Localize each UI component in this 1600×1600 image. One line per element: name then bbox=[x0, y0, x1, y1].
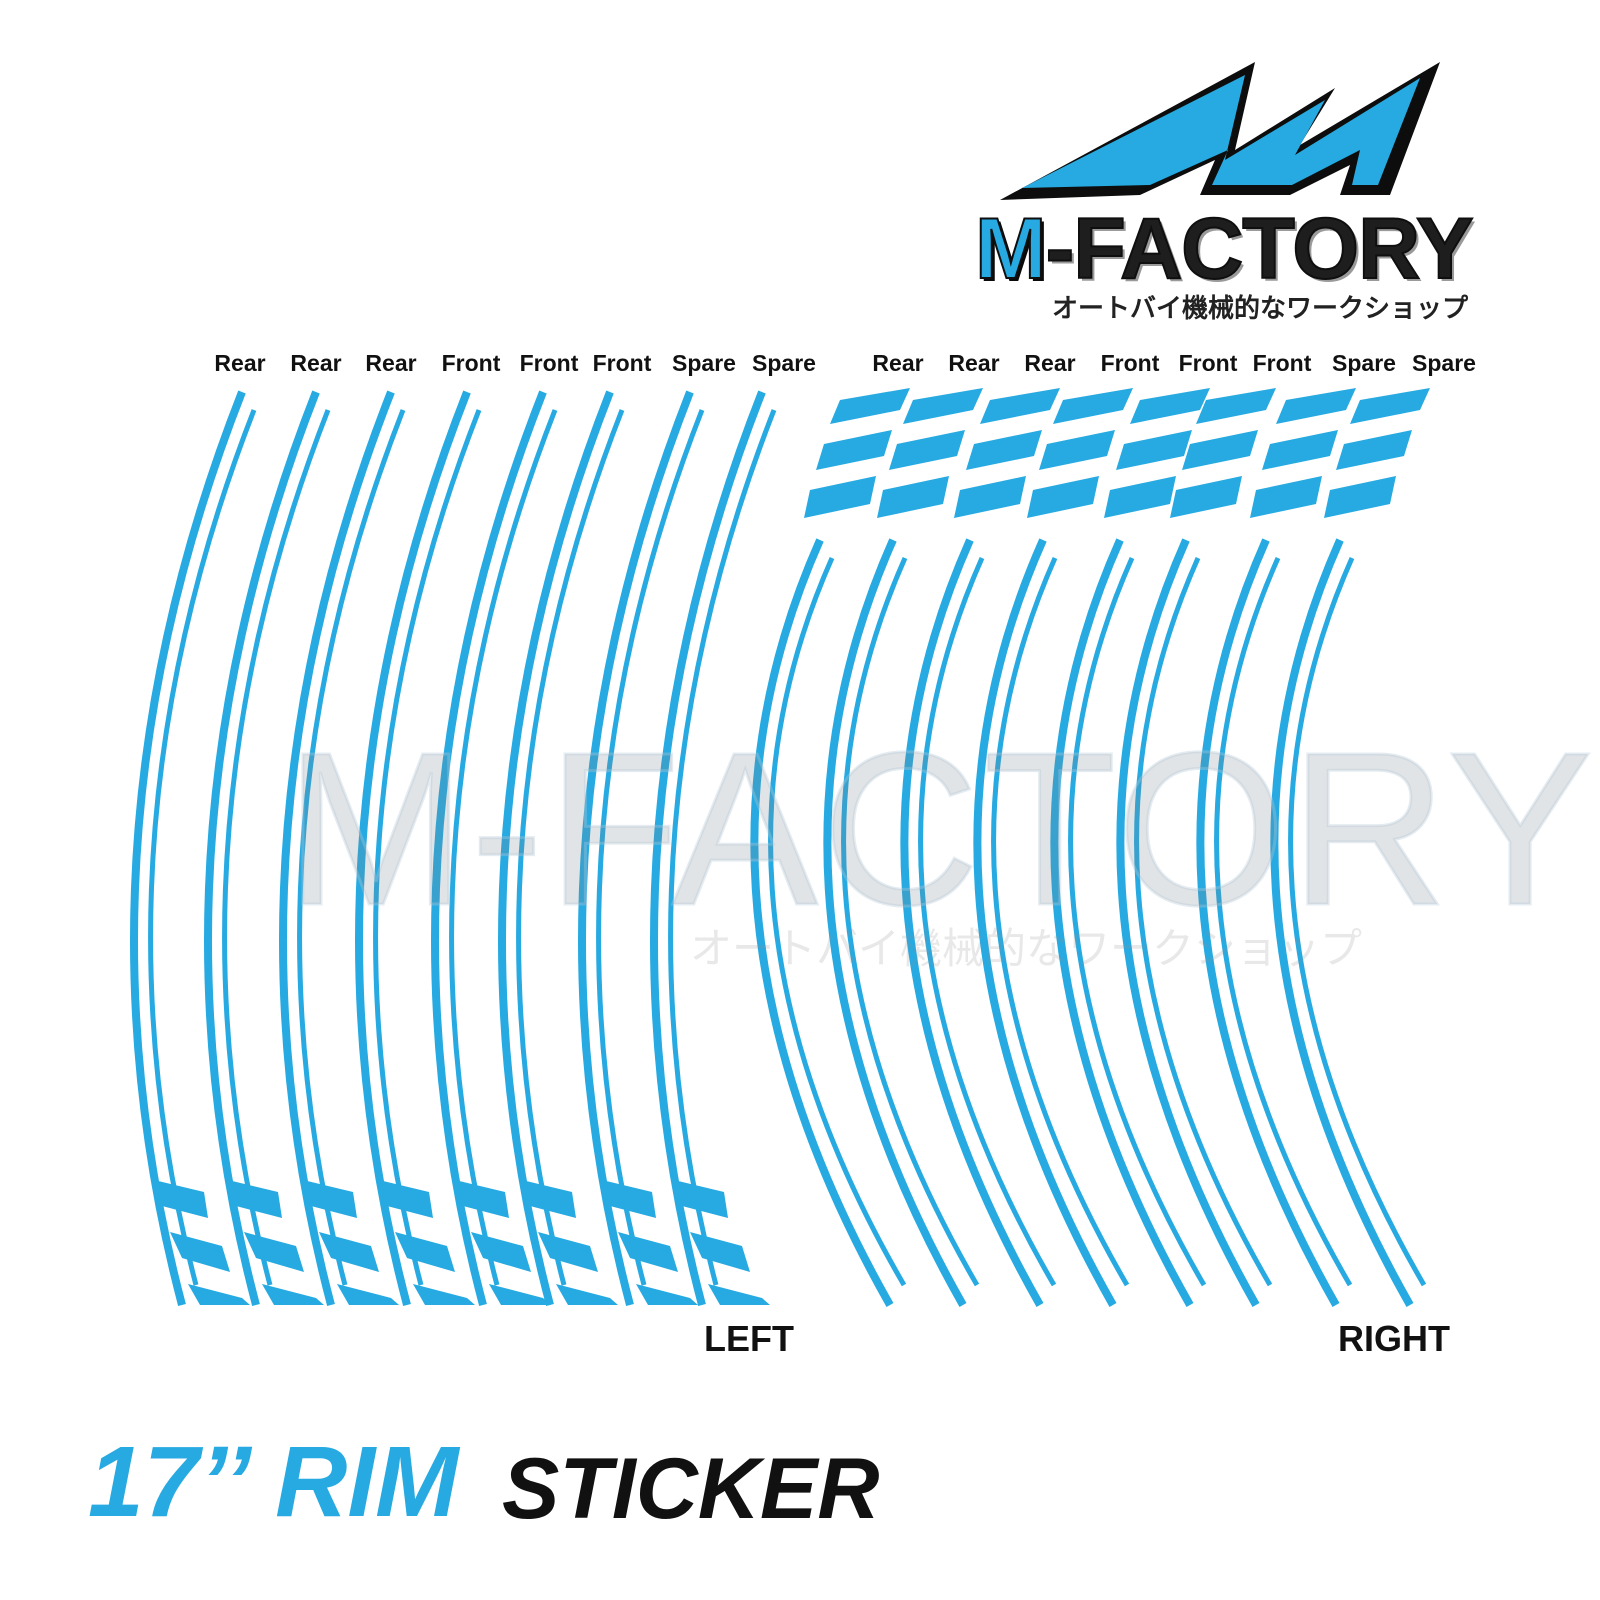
stripe-block bbox=[690, 1232, 750, 1272]
stripe-block bbox=[877, 476, 949, 518]
brand-name-initial: M bbox=[974, 200, 1048, 298]
left-rim-strip bbox=[650, 390, 777, 1307]
left-strip-label: Front bbox=[592, 350, 652, 376]
right-strip-label: Rear bbox=[872, 350, 924, 376]
watermark-brand-name: M-FACTORY bbox=[284, 707, 1597, 953]
right-rim-strip bbox=[900, 388, 1060, 1307]
stripe-block bbox=[170, 1232, 230, 1272]
left-rim-strip bbox=[431, 390, 558, 1307]
right-strip-label: Rear bbox=[1024, 350, 1076, 376]
stripe-block bbox=[303, 1180, 357, 1218]
stripe-block bbox=[228, 1180, 282, 1218]
right-rim-strip bbox=[1050, 388, 1210, 1307]
left-strip-label: Front bbox=[441, 350, 501, 376]
rim-size-title: 17’’ RIM bbox=[88, 1426, 459, 1538]
stripe-block bbox=[471, 1232, 531, 1272]
stripe-block bbox=[522, 1180, 576, 1218]
right-rim-strip bbox=[750, 388, 910, 1307]
stripe-block bbox=[966, 430, 1042, 470]
right-rim-strips bbox=[750, 388, 1430, 1307]
left-rim-strip bbox=[130, 390, 257, 1307]
left-strip-label: Rear bbox=[365, 350, 417, 376]
stripe-block bbox=[1170, 476, 1242, 518]
stripe-block bbox=[319, 1232, 379, 1272]
stripe-block bbox=[379, 1180, 433, 1218]
stripe-block bbox=[602, 1180, 656, 1218]
stripe-block bbox=[1116, 430, 1192, 470]
right-strip-label: Front bbox=[1178, 350, 1238, 376]
right-rim-strip bbox=[1270, 388, 1430, 1307]
stripe-block bbox=[154, 1180, 208, 1218]
left-rim-strip bbox=[578, 390, 705, 1307]
stripe-block bbox=[1324, 476, 1396, 518]
stripe-block bbox=[395, 1232, 455, 1272]
stripe-block bbox=[980, 388, 1060, 424]
left-strip-label: Spare bbox=[672, 350, 736, 376]
left-side-label: LEFT bbox=[704, 1318, 794, 1359]
left-rim-strip bbox=[498, 390, 625, 1307]
stripe-block bbox=[636, 1284, 698, 1305]
stripe-block bbox=[889, 430, 965, 470]
stripe-block bbox=[1336, 430, 1412, 470]
left-rim-strip bbox=[279, 390, 406, 1307]
stripe-block bbox=[674, 1180, 728, 1218]
right-strip-label: Rear bbox=[948, 350, 1000, 376]
left-strip-label: Rear bbox=[290, 350, 342, 376]
stripe-block bbox=[1027, 476, 1099, 518]
stripe-block bbox=[618, 1232, 678, 1272]
stripe-block bbox=[538, 1232, 598, 1272]
product-title: STICKER bbox=[502, 1441, 880, 1537]
stripe-block bbox=[244, 1232, 304, 1272]
stripe-block bbox=[413, 1284, 475, 1305]
left-strip-label: Front bbox=[519, 350, 579, 376]
stripe-block bbox=[1196, 388, 1276, 424]
stripe-block bbox=[188, 1284, 250, 1305]
stripe-block bbox=[1053, 388, 1133, 424]
left-strip-label: Rear bbox=[214, 350, 266, 376]
left-rim-strip bbox=[355, 390, 482, 1307]
stripe-block bbox=[337, 1284, 399, 1305]
right-strip-label: Front bbox=[1252, 350, 1312, 376]
stripe-block bbox=[1276, 388, 1356, 424]
brand-name: M-FACTORY bbox=[974, 200, 1475, 299]
stripe-block bbox=[1350, 388, 1430, 424]
stripe-block bbox=[1250, 476, 1322, 518]
stripe-block bbox=[262, 1284, 324, 1305]
stripe-block bbox=[708, 1284, 770, 1305]
stripe-block bbox=[455, 1180, 509, 1218]
m-factory-logo-icon bbox=[1000, 62, 1440, 200]
stripe-block bbox=[1262, 430, 1338, 470]
stripe-block bbox=[804, 476, 876, 518]
brand-name-rest: -FACTORY bbox=[1045, 200, 1475, 298]
right-rim-strip bbox=[823, 388, 983, 1307]
stripe-block bbox=[489, 1284, 551, 1305]
right-strip-label: Spare bbox=[1412, 350, 1476, 376]
left-rim-strip bbox=[204, 390, 331, 1307]
right-strip-label: Front bbox=[1100, 350, 1160, 376]
stripe-block bbox=[1130, 388, 1210, 424]
right-rim-strip bbox=[973, 388, 1133, 1307]
brand-tagline: オートバイ機械的なワークショップ bbox=[1052, 294, 1469, 324]
stripe-block bbox=[1104, 476, 1176, 518]
stripe-block bbox=[830, 388, 910, 424]
stripe-block bbox=[1039, 430, 1115, 470]
left-rim-strips bbox=[130, 390, 777, 1307]
stripe-block bbox=[816, 430, 892, 470]
stripe-block bbox=[1182, 430, 1258, 470]
stripe-block bbox=[556, 1284, 618, 1305]
stripe-block bbox=[903, 388, 983, 424]
right-strip-label: Spare bbox=[1332, 350, 1396, 376]
right-rim-strip bbox=[1116, 388, 1276, 1307]
watermark-tagline: オートバイ機械的なワークショップ bbox=[690, 924, 1363, 973]
stripe-block bbox=[954, 476, 1026, 518]
right-side-label: RIGHT bbox=[1338, 1318, 1450, 1359]
left-strip-label: Spare bbox=[752, 350, 816, 376]
right-rim-strip bbox=[1196, 388, 1356, 1307]
